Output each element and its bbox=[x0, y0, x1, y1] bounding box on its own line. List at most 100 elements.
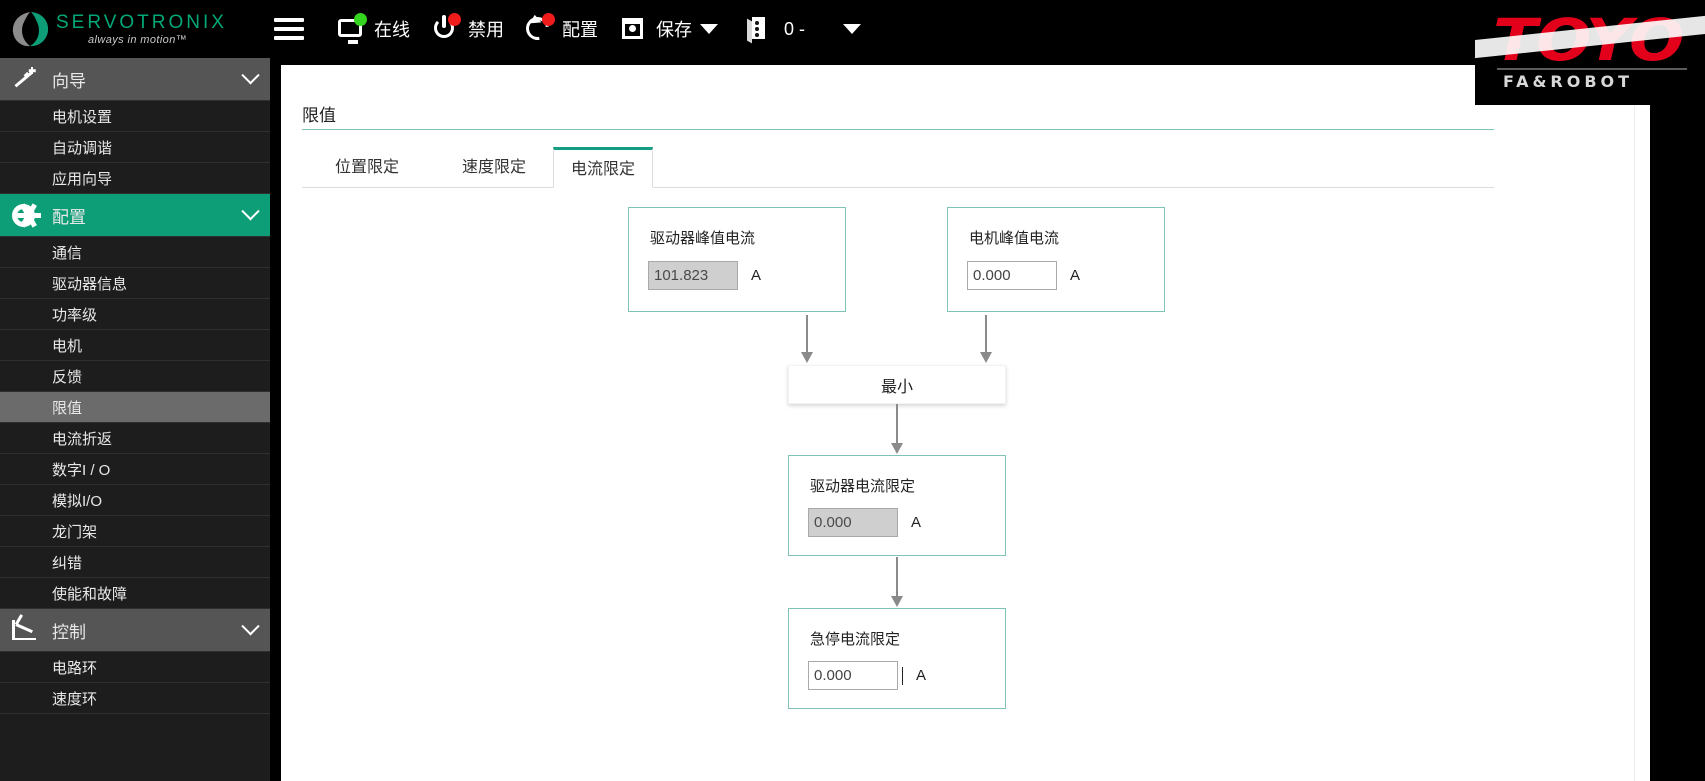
drive-peak-current-box: 驱动器峰值电流 A bbox=[628, 207, 846, 312]
sidebar-item-limits[interactable]: 限值 bbox=[0, 392, 270, 423]
drive-icon bbox=[746, 14, 776, 44]
page-title: 限值 bbox=[302, 106, 336, 125]
brand-name: SERVOTRONIX bbox=[56, 12, 227, 33]
tab-velocity-limits[interactable]: 速度限定 bbox=[461, 159, 526, 176]
sidebar-item-application-wizard[interactable]: 应用向导 bbox=[0, 163, 270, 194]
tab-current-limits[interactable]: 电流限定 bbox=[553, 147, 653, 188]
toolbar-item-save[interactable]: 保存 bbox=[608, 0, 728, 58]
partner-logo: TOYO FA&ROBOT bbox=[1475, 0, 1705, 105]
sidebar-group-label-control: 控制 bbox=[52, 622, 86, 642]
sidebar-item-label: 电流折返 bbox=[52, 430, 113, 448]
sidebar-group-label-wizard: 向导 bbox=[52, 71, 86, 91]
sidebar-item-feedback[interactable]: 反馈 bbox=[0, 361, 270, 392]
monitor-icon bbox=[336, 13, 367, 44]
toolbar-item-disable[interactable]: 禁用 bbox=[420, 0, 514, 58]
toolbar-item-configure[interactable]: 配置 bbox=[514, 0, 608, 58]
wand-icon bbox=[12, 67, 52, 90]
menu-icon[interactable] bbox=[274, 18, 304, 40]
sidebar-item-label: 电机 bbox=[52, 337, 83, 355]
drive-current-limit-input bbox=[808, 508, 898, 537]
sidebar-item-analog-io[interactable]: 模拟I/O bbox=[0, 485, 270, 516]
axis-selector-label: 0 - bbox=[784, 18, 806, 39]
min-node: 最小 bbox=[788, 365, 1006, 404]
sidebar-group-wizard[interactable]: 向导 bbox=[0, 58, 270, 101]
sidebar-item-velocity-loop[interactable]: 速度环 bbox=[0, 683, 270, 714]
tab-position-limits[interactable]: 位置限定 bbox=[334, 159, 399, 176]
power-icon bbox=[430, 13, 461, 44]
estop-current-limit-input[interactable] bbox=[808, 661, 898, 690]
sidebar-item-label: 数字I / O bbox=[52, 461, 111, 479]
sidebar-item-label: 驱动器信息 bbox=[52, 275, 128, 293]
motor-peak-current-input[interactable] bbox=[967, 261, 1057, 290]
sidebar-item-digital-io[interactable]: 数字I / O bbox=[0, 454, 270, 485]
drive-current-limit-unit: A bbox=[911, 514, 922, 531]
sidebar-item-power-stage[interactable]: 功率级 bbox=[0, 299, 270, 330]
sidebar-group-configuration[interactable]: 配置 bbox=[0, 194, 270, 237]
save-icon bbox=[618, 14, 648, 44]
estop-current-limit-box: 急停电流限定 A bbox=[788, 608, 1006, 709]
sidebar-group-control[interactable]: 控制 bbox=[0, 609, 270, 652]
top-toolbar: SERVOTRONIX always in motion™ 在线 禁用 配置 保… bbox=[0, 0, 1705, 58]
toolbar-label-disable: 禁用 bbox=[468, 20, 504, 40]
drive-peak-current-input bbox=[648, 261, 738, 290]
sidebar-item-label: 限值 bbox=[52, 399, 83, 417]
partner-logo-rule bbox=[1497, 68, 1687, 70]
sidebar-item-label: 反馈 bbox=[52, 368, 83, 386]
motor-peak-current-unit: A bbox=[1070, 267, 1081, 284]
vertical-scrollbar[interactable] bbox=[1634, 65, 1649, 781]
toolbar-label-configure: 配置 bbox=[562, 20, 598, 40]
sidebar-item-label: 自动调谐 bbox=[52, 139, 113, 157]
drive-current-limit-box: 驱动器电流限定 A bbox=[788, 455, 1006, 556]
sidebar-item-label: 功率级 bbox=[52, 306, 98, 324]
servotronix-mark bbox=[12, 12, 49, 47]
drive-peak-current-label: 驱动器峰值电流 bbox=[650, 230, 756, 247]
sidebar-item-label: 纠错 bbox=[52, 554, 83, 572]
sidebar-item-motor-setup[interactable]: 电机设置 bbox=[0, 101, 270, 132]
sidebar-item-current-foldback[interactable]: 电流折返 bbox=[0, 423, 270, 454]
estop-current-limit-unit: A bbox=[916, 667, 927, 684]
content-panel: 限值 位置限定 速度限定 电流限定 驱动器峰值电流 A 电机峰值电流 A 最小 … bbox=[281, 65, 1650, 781]
sidebar-item-label: 通信 bbox=[52, 244, 83, 262]
axis-dropdown-button[interactable] bbox=[833, 0, 871, 58]
drive-peak-current-unit: A bbox=[751, 267, 762, 284]
tab-strip: 位置限定 速度限定 电流限定 bbox=[302, 147, 1494, 188]
save-dropdown-chevron-icon[interactable] bbox=[700, 24, 718, 34]
sidebar: 向导 电机设置 自动调谐 应用向导 配置 通信 驱动器信息 功率级 电机 反馈 … bbox=[0, 58, 270, 781]
app-logo[interactable]: SERVOTRONIX always in motion™ bbox=[0, 0, 270, 58]
toolbar-item-online[interactable]: 在线 bbox=[326, 0, 420, 58]
partner-logo-subtitle: FA&ROBOT bbox=[1503, 72, 1634, 91]
sidebar-item-enable-and-faults[interactable]: 使能和故障 bbox=[0, 578, 270, 609]
sidebar-item-label: 速度环 bbox=[52, 690, 98, 708]
refresh-icon bbox=[521, 12, 555, 45]
title-divider bbox=[302, 129, 1494, 130]
sidebar-item-communication[interactable]: 通信 bbox=[0, 237, 270, 268]
drive-current-limit-label: 驱动器电流限定 bbox=[810, 478, 916, 495]
sidebar-item-label: 龙门架 bbox=[52, 523, 98, 541]
sidebar-item-label: 电机设置 bbox=[52, 108, 113, 126]
chevron-down-icon[interactable] bbox=[843, 24, 862, 34]
chevron-down-icon[interactable] bbox=[230, 201, 270, 222]
toolbar-label-save: 保存 bbox=[656, 20, 692, 40]
brand-tagline: always in motion™ bbox=[88, 34, 188, 46]
text-caret bbox=[902, 666, 903, 685]
sidebar-item-error-correction[interactable]: 纠错 bbox=[0, 547, 270, 578]
gear-icon bbox=[12, 203, 52, 228]
sidebar-item-label: 应用向导 bbox=[52, 170, 113, 188]
motor-peak-current-label: 电机峰值电流 bbox=[969, 230, 1060, 247]
chart-icon bbox=[12, 614, 52, 640]
sidebar-item-label: 电路环 bbox=[52, 659, 98, 677]
sidebar-item-label: 使能和故障 bbox=[52, 585, 128, 603]
motor-peak-current-box: 电机峰值电流 A bbox=[947, 207, 1165, 312]
sidebar-item-label: 模拟I/O bbox=[52, 492, 103, 510]
axis-selector[interactable]: 0 - bbox=[736, 0, 815, 58]
sidebar-item-motor[interactable]: 电机 bbox=[0, 330, 270, 361]
chevron-down-icon[interactable] bbox=[230, 65, 270, 86]
toolbar-label-online: 在线 bbox=[374, 20, 410, 40]
sidebar-item-autotune[interactable]: 自动调谐 bbox=[0, 132, 270, 163]
estop-current-limit-label: 急停电流限定 bbox=[810, 631, 901, 648]
chevron-down-icon[interactable] bbox=[230, 616, 270, 637]
sidebar-item-drive-info[interactable]: 驱动器信息 bbox=[0, 268, 270, 299]
sidebar-item-gantry[interactable]: 龙门架 bbox=[0, 516, 270, 547]
sidebar-group-label-configuration: 配置 bbox=[52, 207, 86, 227]
sidebar-item-current-loop[interactable]: 电路环 bbox=[0, 652, 270, 683]
